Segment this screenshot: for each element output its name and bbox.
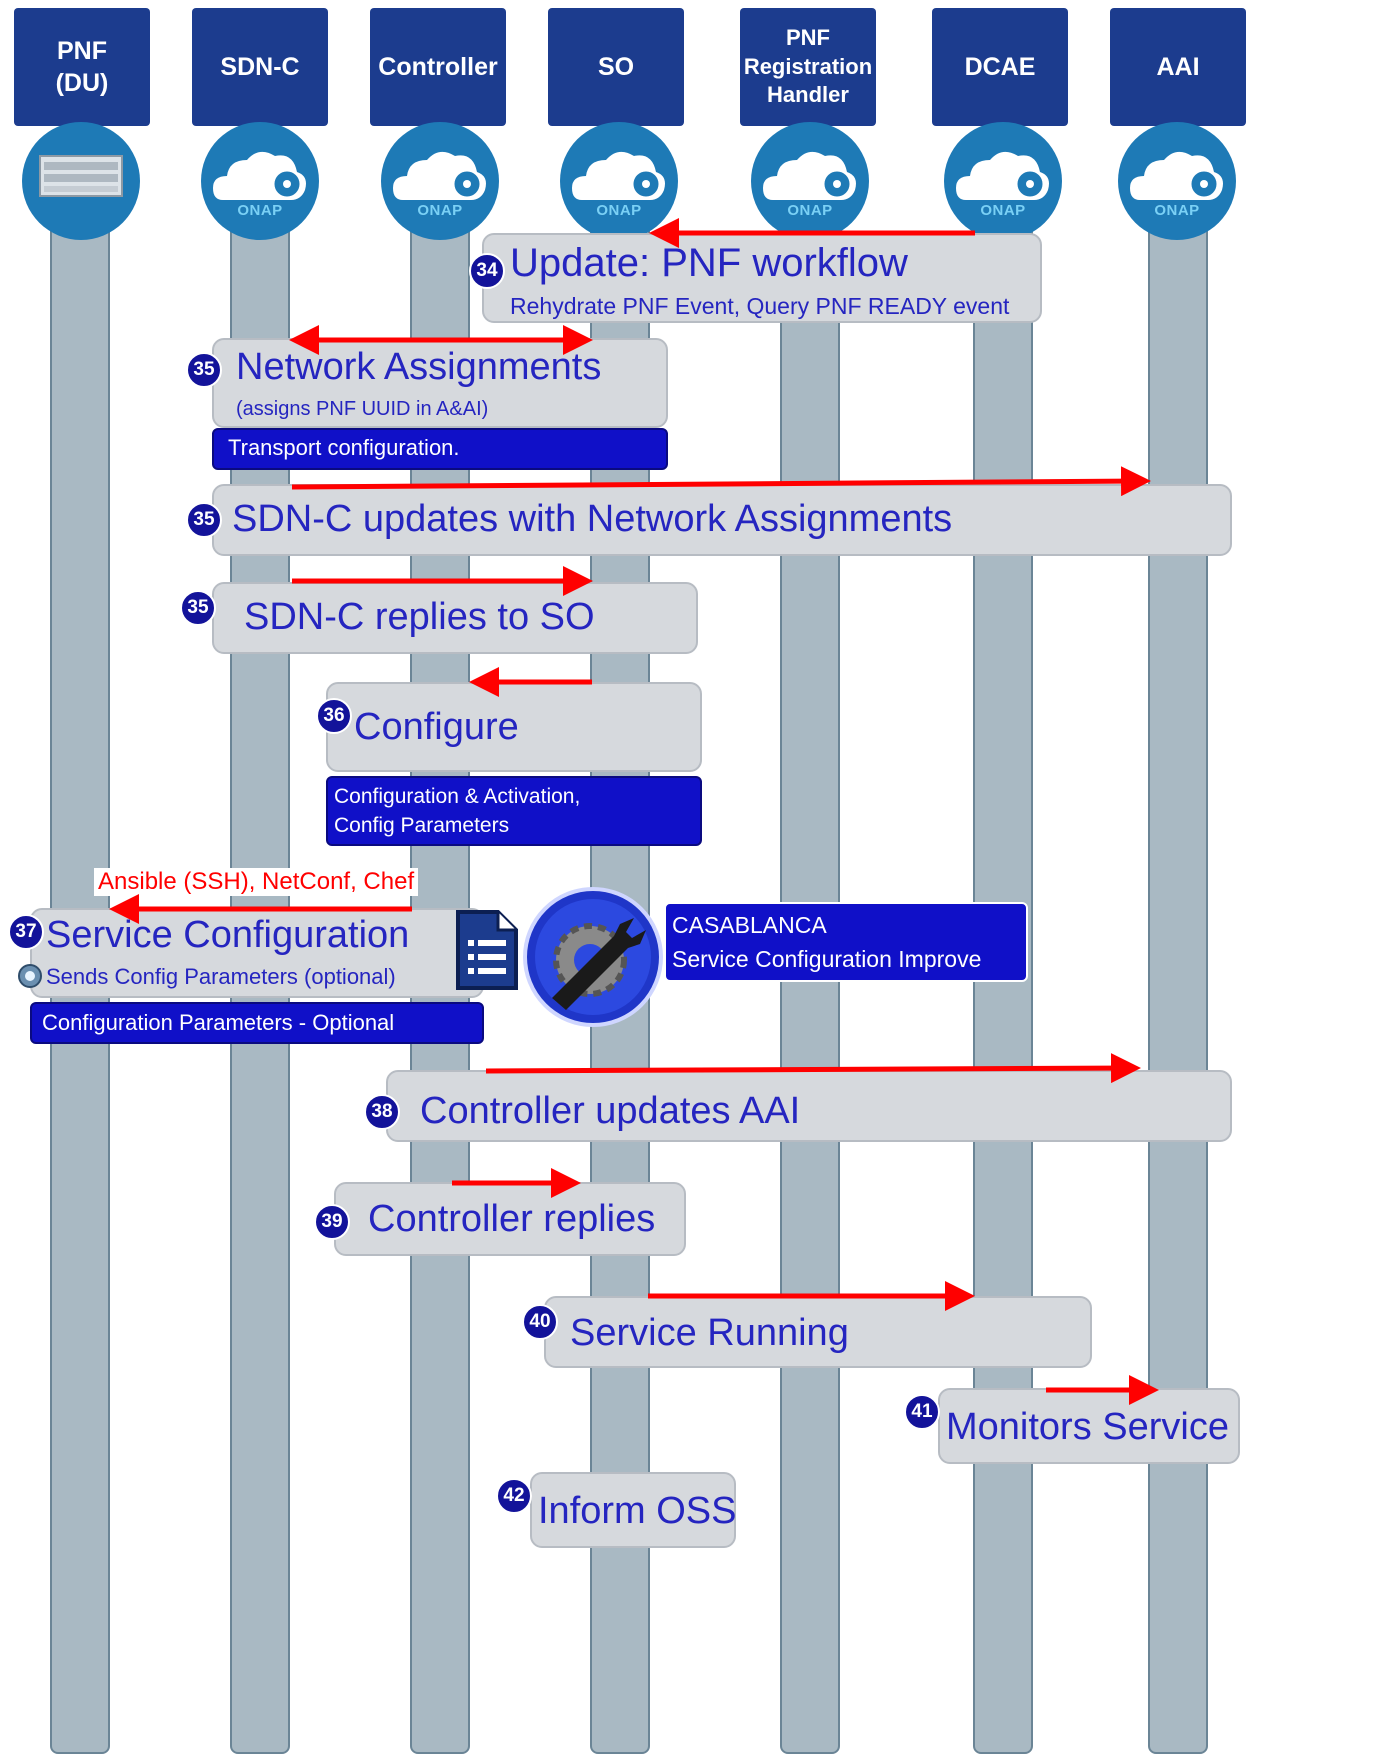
gear-icon: [18, 964, 42, 988]
step-34-subtitle: Rehydrate PNF Event, Query PNF READY eve…: [510, 293, 1010, 319]
step-40-service-running-box: Service Running: [544, 1296, 1092, 1368]
step-39-title: Controller replies: [368, 1198, 656, 1240]
step-37-badge: 37: [8, 914, 44, 950]
step-35-subtitle: (assigns PNF UUID in A&AI): [236, 398, 489, 420]
configuration-activation-note: Configuration & Activation, Config Param…: [326, 776, 702, 846]
header-dcae: DCAE: [932, 8, 1068, 126]
header-pnf: PNF (DU): [14, 8, 150, 126]
step-40-badge: 40: [522, 1304, 558, 1340]
step-34-box: Update: PNF workflow Rehydrate PNF Event…: [482, 233, 1042, 323]
aai-onap-cloud-icon: ONAP: [1118, 122, 1236, 240]
document-list-icon: [456, 910, 518, 990]
onap-label: ONAP: [787, 202, 833, 219]
header-pnf-registration-handler: PNF Registration Handler: [740, 8, 876, 126]
onap-label: ONAP: [417, 202, 463, 219]
step-40-title: Service Running: [570, 1312, 849, 1354]
step-35b-badge: 35: [186, 502, 222, 538]
casablanca-line-2: Service Configuration Improve: [672, 946, 982, 972]
note-line-1: Configuration & Activation,: [334, 785, 581, 808]
step-35a-badge: 35: [186, 352, 222, 388]
step-42-inform-oss-box: Inform OSS: [530, 1472, 737, 1548]
header-aai: AAI: [1110, 8, 1246, 126]
step-35c-badge: 35: [180, 590, 216, 626]
header-sdnc: SDN-C: [192, 8, 328, 126]
transport-configuration-note: Transport configuration.: [212, 428, 668, 470]
step-38-badge: 38: [364, 1094, 400, 1130]
step-35c-title: SDN-C replies to SO: [244, 596, 595, 638]
step-42-title: Inform OSS: [538, 1490, 737, 1532]
step-35b-title: SDN-C updates with Network Assignments: [232, 498, 953, 540]
prh-onap-cloud-icon: ONAP: [751, 122, 869, 240]
note-line-2: Config Parameters: [334, 814, 510, 837]
step-37-title: Service Configuration: [46, 914, 410, 956]
step-38-title: Controller updates AAI: [420, 1090, 801, 1132]
ansible-netconf-chef-label: Ansible (SSH), NetConf, Chef: [94, 868, 419, 896]
step-36-configure-box: Configure: [326, 682, 702, 772]
arrow-38: [485, 1053, 1141, 1084]
step-38-controller-updates-aai-box: Controller updates AAI: [386, 1070, 1232, 1142]
onap-label: ONAP: [237, 202, 283, 219]
sdnc-onap-cloud-icon: ONAP: [201, 122, 319, 240]
onap-label: ONAP: [1154, 202, 1200, 219]
step-41-badge: 41: [904, 1394, 940, 1430]
header-so: SO: [548, 8, 684, 126]
arrow-35-sdnc-updates: [291, 466, 1151, 497]
header-controller: Controller: [370, 8, 506, 126]
step-42-badge: 42: [496, 1478, 532, 1514]
step-35-sdnc-replies-box: SDN-C replies to SO: [212, 582, 698, 654]
step-39-controller-replies-box: Controller replies: [334, 1182, 686, 1256]
casablanca-note: CASABLANCA Service Configuration Improve: [664, 902, 1028, 982]
step-34-title: Update: PNF workflow: [510, 241, 908, 285]
lifeline-aai: [1148, 130, 1208, 1754]
step-39-badge: 39: [314, 1204, 350, 1240]
step-41-title: Monitors Service: [946, 1406, 1229, 1448]
step-34-badge: 34: [469, 253, 505, 289]
configuration-parameters-optional-note: Configuration Parameters - Optional: [30, 1002, 484, 1044]
step-41-monitors-service-box: Monitors Service: [938, 1388, 1240, 1464]
step-37-subtitle: Sends Config Parameters (optional): [46, 964, 396, 989]
dcae-onap-cloud-icon: ONAP: [944, 122, 1062, 240]
wrench-gear-icon: [523, 887, 663, 1027]
casablanca-line-1: CASABLANCA: [672, 912, 827, 938]
onap-label: ONAP: [596, 202, 642, 219]
step-36-badge: 36: [316, 698, 352, 734]
onap-label: ONAP: [980, 202, 1026, 219]
pnf-device-icon: [22, 122, 140, 240]
controller-onap-cloud-icon: ONAP: [381, 122, 499, 240]
step-36-title: Configure: [354, 706, 519, 748]
